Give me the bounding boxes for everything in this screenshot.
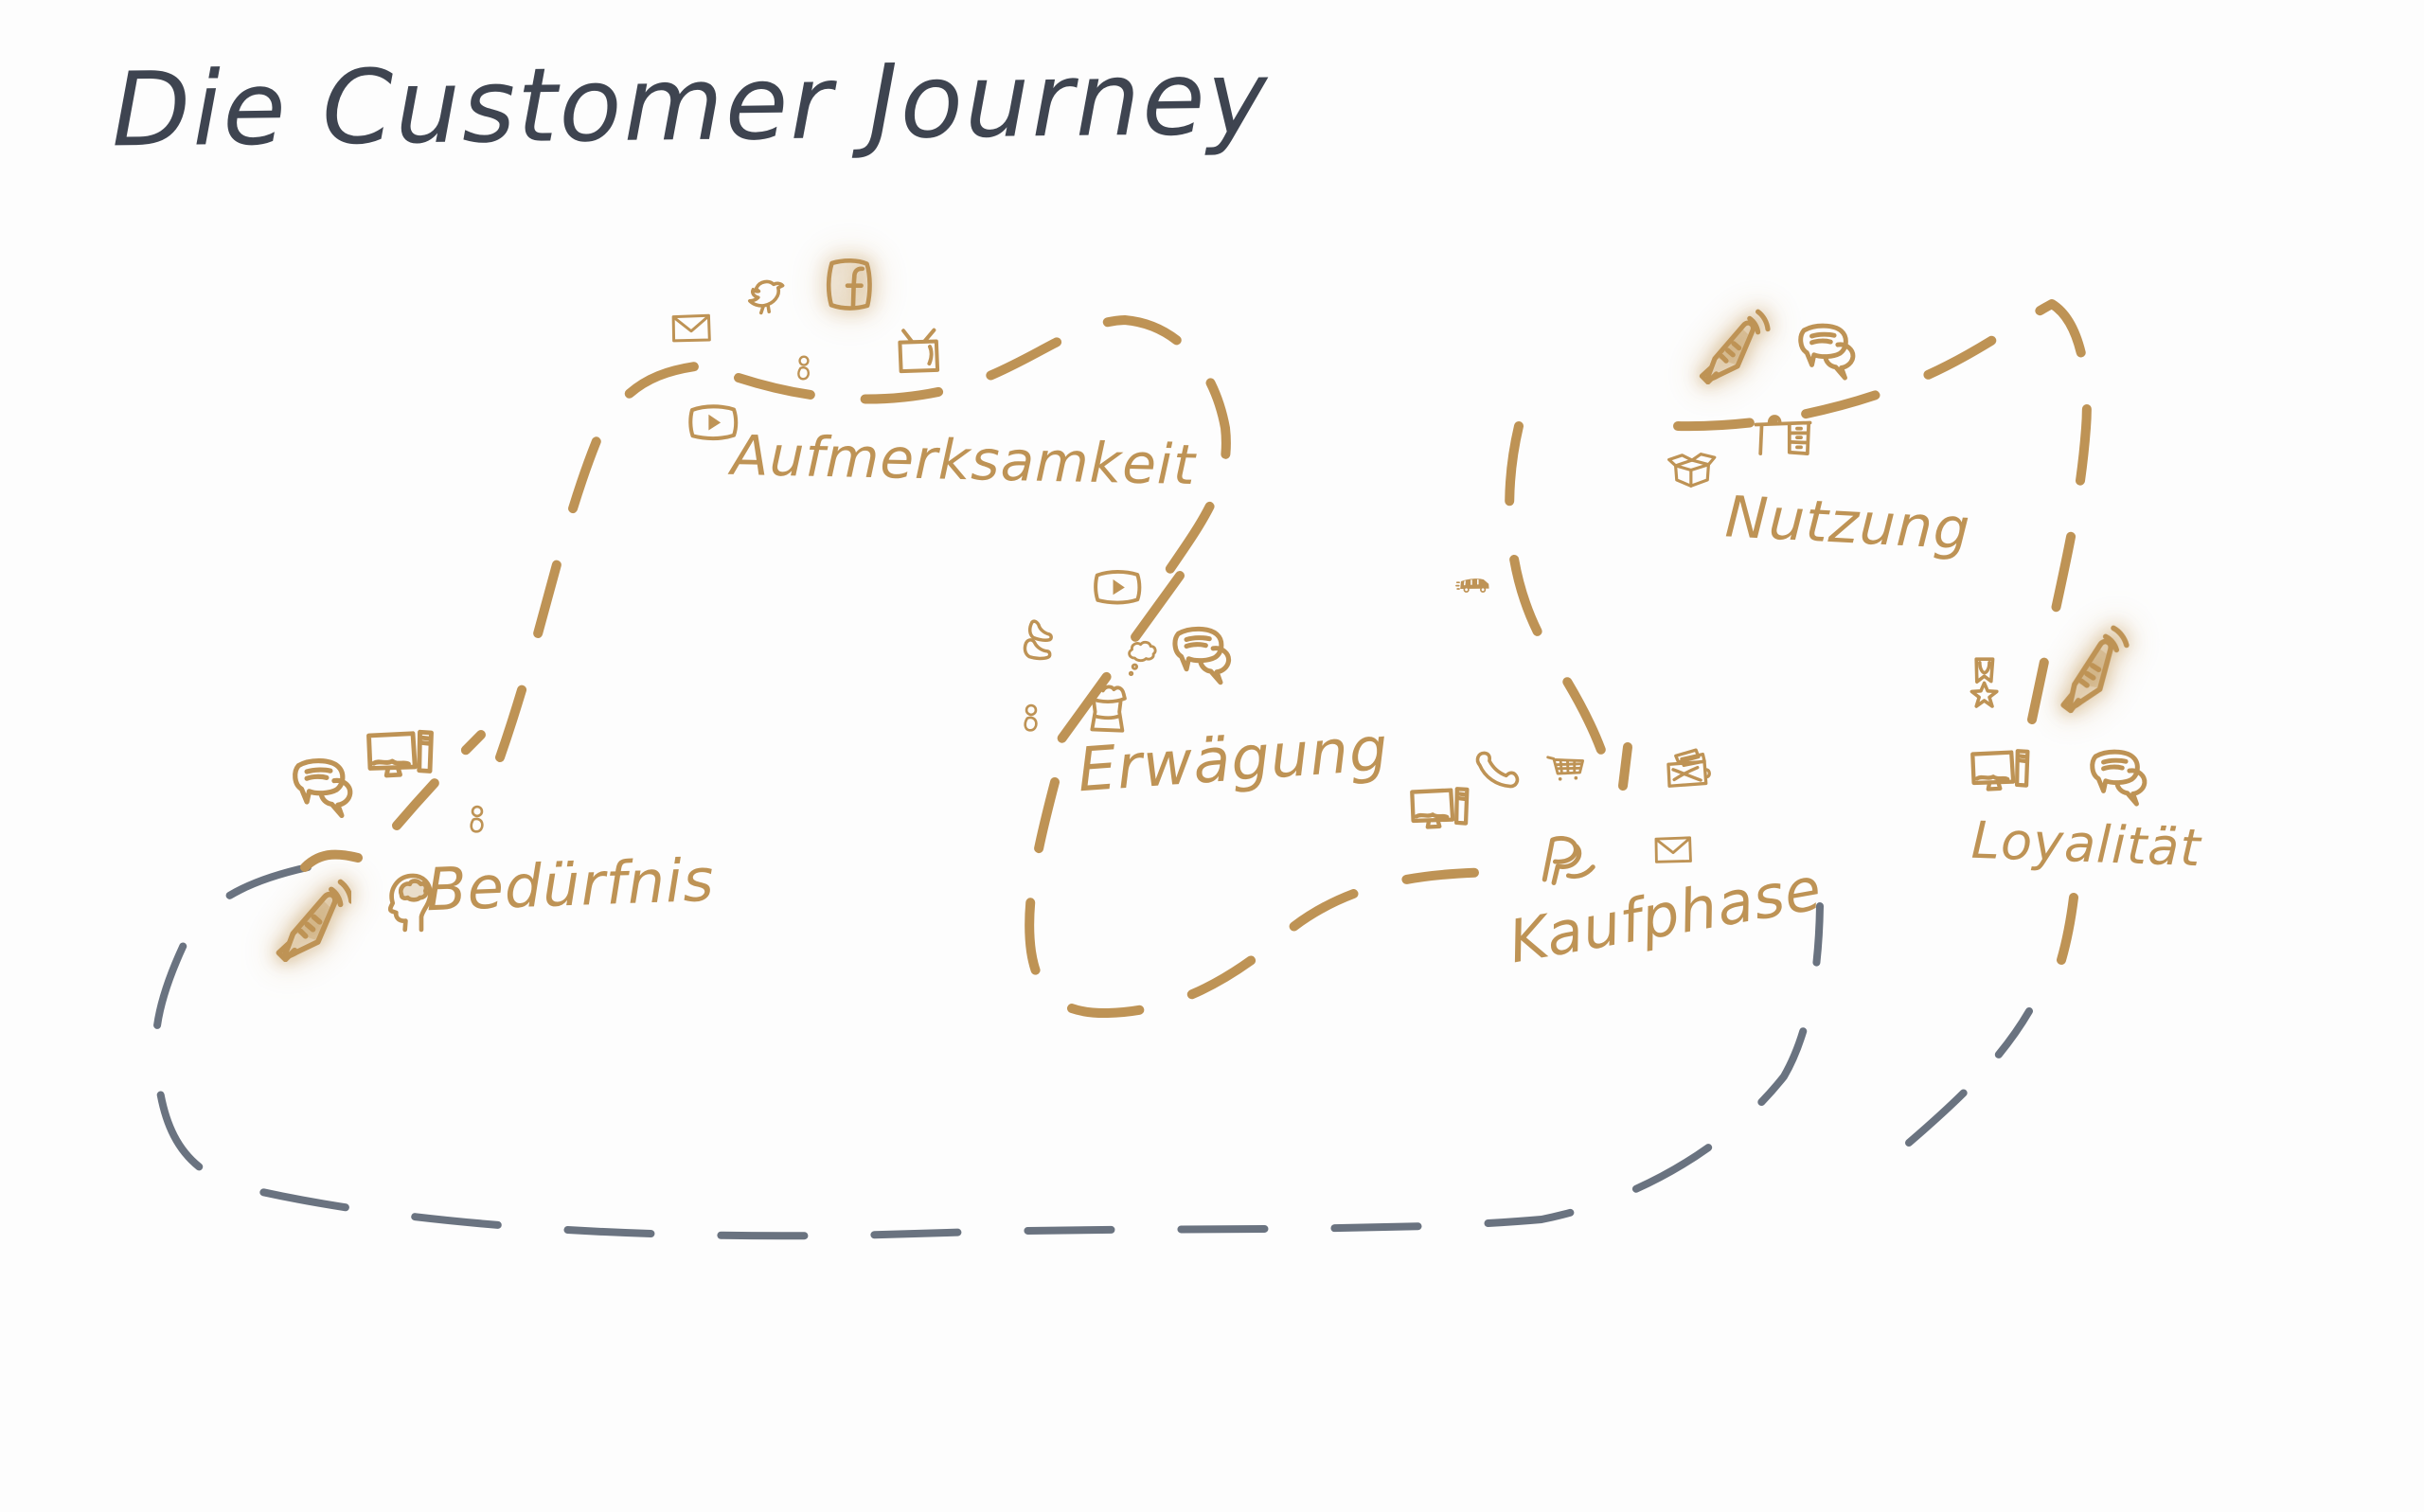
chat-bubbles-icon (1786, 318, 1871, 390)
desk-icon (1754, 415, 1812, 455)
megaphone-icon (268, 879, 351, 962)
heels-icon (1023, 619, 1053, 661)
desktop-computer-icon (1956, 744, 2041, 807)
video-player-icon (1094, 569, 1142, 605)
chat-bubbles-icon (1163, 621, 1244, 695)
megaphone-icon (1685, 309, 1774, 384)
open-box-icon (1667, 453, 1717, 488)
megaphone-icon (2040, 623, 2137, 716)
chat-bubbles-icon (2079, 744, 2161, 816)
stage-label-nutzung: Nutzung (1723, 484, 1972, 563)
award-star-icon (1970, 657, 1999, 708)
shopping-cart-icon (1546, 756, 1585, 783)
twitter-bird-icon (747, 279, 785, 315)
tv-icon (888, 320, 947, 382)
cloud-outline (152, 863, 2033, 1240)
person-icon (470, 805, 484, 833)
delivery-van-icon (1455, 578, 1490, 593)
journey-route (300, 299, 2092, 1019)
stage-label-loyalitaet: Loyalität (1970, 809, 2202, 879)
person-icon (1024, 703, 1038, 732)
facebook-icon (818, 254, 881, 320)
envelope-icon (671, 313, 711, 343)
desktop-computer-icon (355, 724, 442, 795)
stage-label-beduerfnis: Bedürfnis (424, 845, 716, 925)
envelope-icon (1654, 836, 1692, 863)
person-icon (797, 355, 810, 381)
stage-label-aufmerksamkeit: Aufmerksamkeit (730, 422, 1197, 498)
paypal-icon (1523, 820, 1598, 886)
wallet-cards-icon (1666, 748, 1711, 788)
chat-bubbles-icon (284, 753, 365, 828)
